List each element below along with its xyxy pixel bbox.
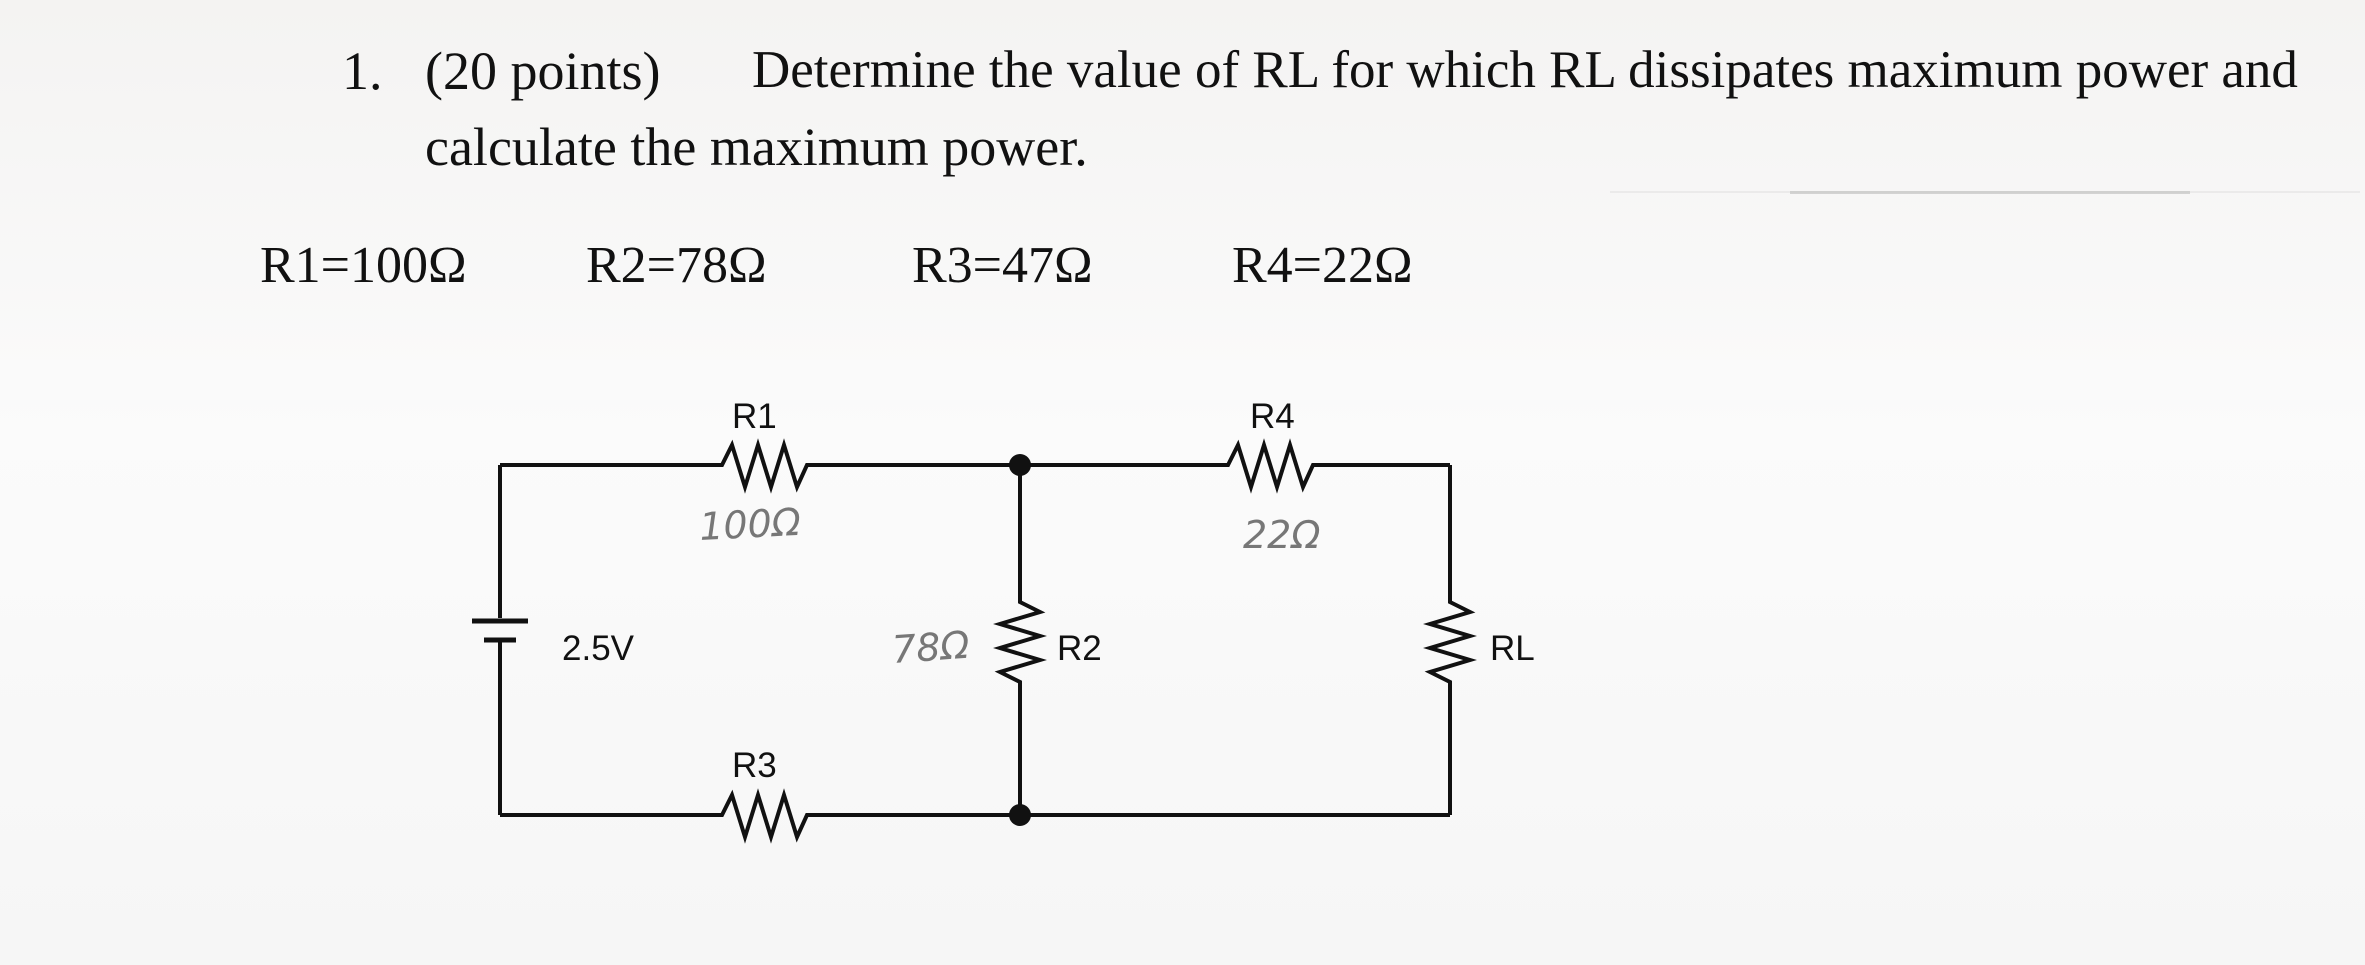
label-source-voltage: 2.5V (562, 629, 635, 668)
label-rl: RL (1490, 629, 1535, 668)
r4-value: R4=22Ω (1232, 237, 1413, 294)
question-text-line1: Determine the value of RL for which RL d… (752, 41, 2298, 99)
node-top-junction (1009, 454, 1031, 476)
handwritten-r1: 100Ω (698, 500, 802, 549)
r3-value: R3=47Ω (912, 237, 1093, 294)
label-r2: R2 (1057, 629, 1102, 668)
handwritten-r4: 22Ω (1243, 513, 1320, 557)
resistor-r3 (700, 788, 850, 844)
question-points: (20 points) (425, 41, 661, 101)
label-r1: R1 (732, 397, 777, 436)
question-number: 1. (342, 41, 383, 101)
label-r3: R3 (732, 746, 777, 785)
label-r4: R4 (1250, 397, 1295, 436)
scan-artifact-line-faint (1610, 191, 2360, 193)
resistor-r1 (700, 438, 850, 494)
scan-artifact-line (1790, 191, 2190, 194)
r1-value: R1=100Ω (260, 237, 467, 294)
node-bottom-junction (1009, 804, 1031, 826)
handwritten-r2: 78Ω (891, 623, 971, 672)
resistor-rl (1423, 595, 1477, 690)
question-text-line2: calculate the maximum power. (425, 117, 1088, 177)
resistor-r4 (1205, 438, 1360, 494)
resistor-r2 (993, 595, 1047, 690)
r2-value: R2=78Ω (586, 237, 767, 294)
